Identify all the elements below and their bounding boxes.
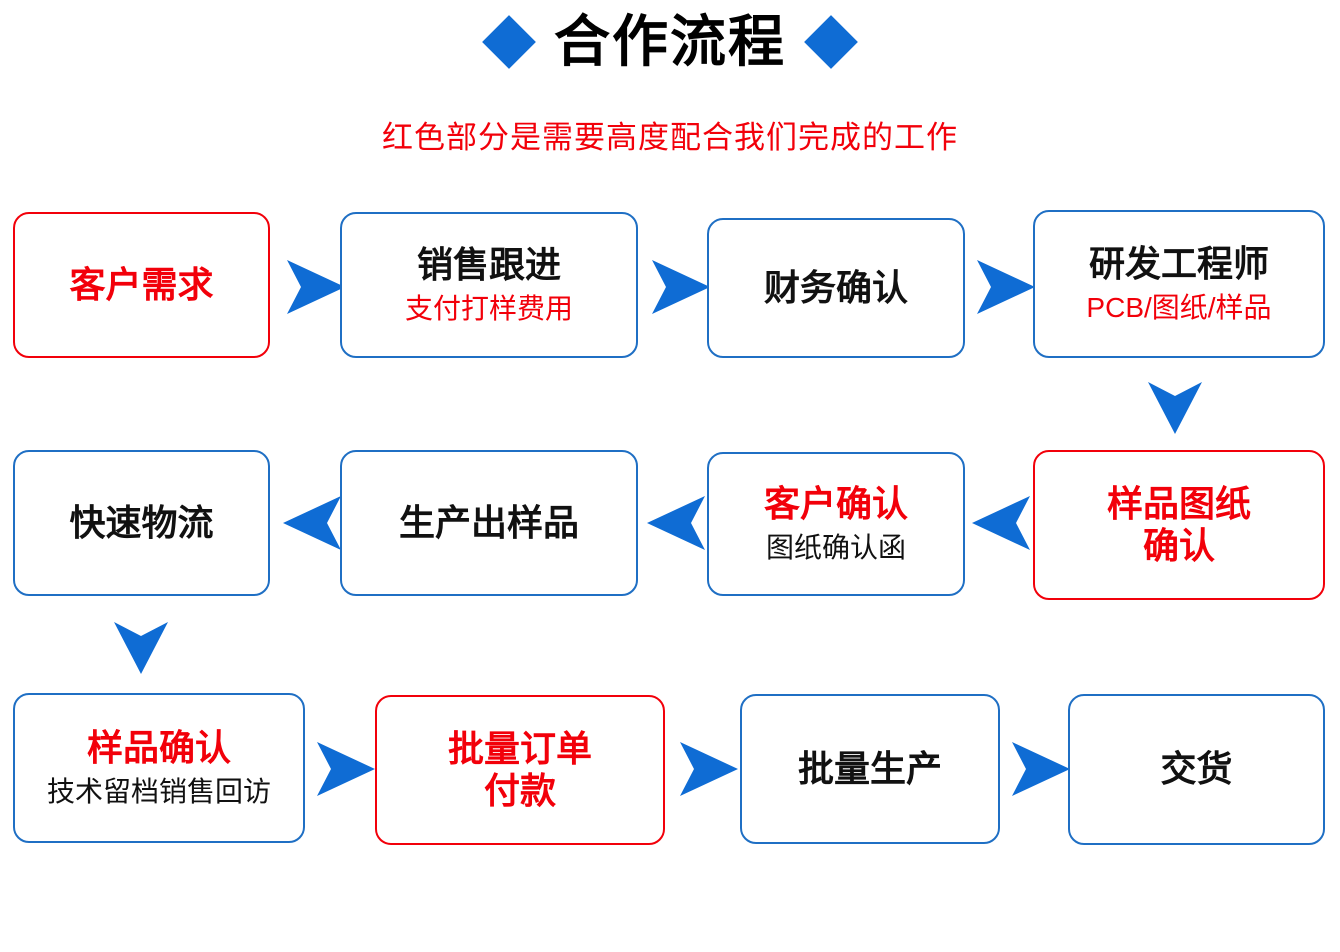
node-main-label: 快速物流 [69,501,214,543]
node-produce-sample[interactable]: 生产出样品 [340,450,638,596]
node-sub-label: 技术留档销售回访 [46,776,271,808]
diamond-right-icon [804,15,858,69]
arrow-r3-2-icon [678,740,740,798]
diamond-left-icon [482,15,536,69]
arrow-r2-1-icon [281,494,343,552]
arrow-r1-3-icon [975,258,1037,316]
node-bulk-order-payment[interactable]: 批量订单付款 [375,695,665,845]
node-delivery[interactable]: 交货 [1068,694,1325,845]
arrow-r3-1-icon [315,740,377,798]
node-main-label: 样品图纸确认 [1106,482,1251,566]
node-fast-logistics[interactable]: 快速物流 [13,450,270,596]
node-main-label: 财务确认 [763,266,908,308]
node-main-label: 批量生产 [797,747,942,789]
node-customer-demand[interactable]: 客户需求 [13,212,270,358]
node-sub-label: 支付打样费用 [404,293,573,325]
arrow-down-left-icon [112,620,170,676]
node-main-label: 交货 [1160,748,1233,790]
node-bulk-production[interactable]: 批量生产 [740,694,1000,844]
node-main-label: 客户需求 [69,263,214,305]
page-subtitle: 红色部分是需要高度配合我们完成的工作 [382,120,958,155]
node-sample-confirm[interactable]: 样品确认 技术留档销售回访 [13,693,305,843]
arrow-r2-3-icon [970,494,1032,552]
page-title: 合作流程 [554,10,786,73]
node-sub-label: PCB/图纸/样品 [1086,292,1272,324]
arrow-r1-2-icon [650,258,712,316]
node-main-label: 批量订单付款 [447,727,592,811]
node-customer-confirm[interactable]: 客户确认 图纸确认函 [707,452,965,596]
node-sample-drawing-confirm[interactable]: 样品图纸确认 [1033,450,1325,600]
node-main-label: 客户确认 [763,482,908,524]
node-rd-engineer[interactable]: 研发工程师 PCB/图纸/样品 [1033,210,1325,358]
node-main-label: 生产出样品 [398,501,579,543]
arrow-r1-1-icon [285,258,347,316]
arrow-r3-3-icon [1010,740,1072,798]
node-main-label: 样品确认 [86,726,231,768]
arrow-down-right-icon [1146,380,1204,436]
node-main-label: 销售跟进 [416,243,561,285]
title-row: 合作流程 [0,14,1340,70]
node-main-label: 研发工程师 [1088,242,1269,284]
node-sales-followup[interactable]: 销售跟进 支付打样费用 [340,212,638,358]
node-sub-label: 图纸确认函 [765,532,906,564]
node-finance-confirm[interactable]: 财务确认 [707,218,965,358]
arrow-r2-2-icon [645,494,707,552]
